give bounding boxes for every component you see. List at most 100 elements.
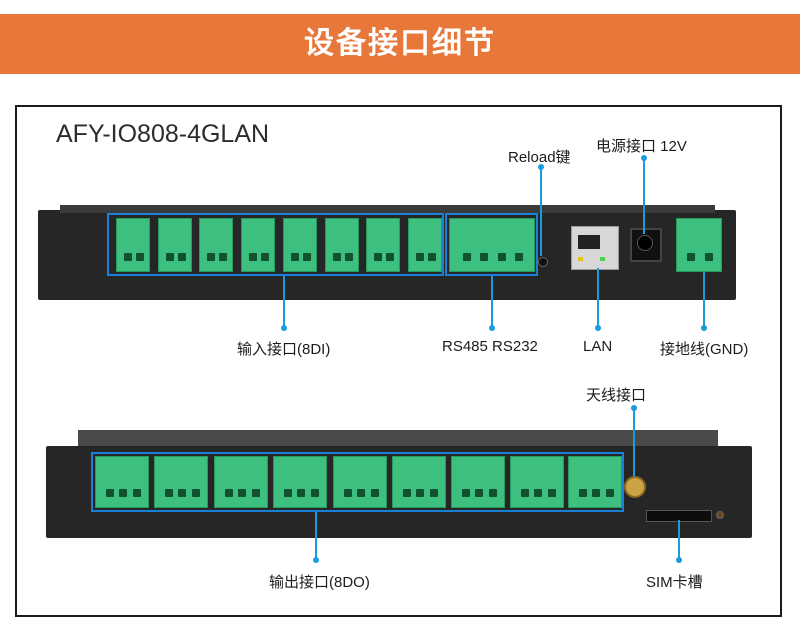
- rs-callout-dot: [489, 325, 495, 331]
- header-banner: [0, 14, 800, 74]
- gnd-callout-dot: [701, 325, 707, 331]
- terminal-screw-icon: [578, 489, 587, 497]
- input-terminal-6[interactable]: [325, 218, 359, 272]
- terminal-screw-icon: [218, 253, 227, 261]
- reload-callout-line: [540, 168, 542, 256]
- rs-terminal-block[interactable]: [449, 218, 535, 272]
- terminal-screw-icon: [164, 489, 173, 497]
- terminal-screw-icon: [191, 489, 200, 497]
- output-label: 输出接口(8DO): [269, 574, 370, 591]
- input-terminal-1[interactable]: [116, 218, 150, 272]
- output-terminal-2[interactable]: [154, 456, 208, 508]
- antenna-label: 天线接口: [586, 387, 647, 404]
- output-callout-dot: [313, 557, 319, 563]
- lan-led-left-icon: [578, 257, 583, 261]
- rs-label: RS485 RS232: [442, 338, 538, 355]
- diagram-frame: [15, 105, 782, 617]
- antenna-callout-dot: [631, 405, 637, 411]
- output-terminal-7[interactable]: [451, 456, 505, 508]
- reload-label: Reload键: [508, 149, 571, 166]
- terminal-screw-icon: [429, 489, 438, 497]
- rs-terminal-group-highlight: [445, 213, 538, 276]
- power-jack-socket: [637, 235, 653, 251]
- input-terminal-5[interactable]: [283, 218, 317, 272]
- terminal-screw-icon: [370, 489, 379, 497]
- terminal-screw-icon: [105, 489, 114, 497]
- input-terminal-3[interactable]: [199, 218, 233, 272]
- sim-callout-dot: [676, 557, 682, 563]
- terminal-screw-icon: [260, 253, 269, 261]
- lan-port[interactable]: [571, 226, 619, 270]
- reload-button[interactable]: [538, 257, 548, 267]
- terminal-screw-icon: [310, 489, 319, 497]
- output-terminal-9[interactable]: [568, 456, 622, 508]
- input-label: 输入接口(8DI): [237, 341, 331, 358]
- terminal-screw-icon: [249, 253, 258, 261]
- input-callout-dot: [281, 325, 287, 331]
- terminal-screw-icon: [592, 489, 600, 497]
- terminal-screw-icon: [135, 253, 144, 261]
- terminal-screw-icon: [283, 489, 292, 497]
- output-terminal-4[interactable]: [273, 456, 327, 508]
- output-callout-line: [315, 512, 317, 560]
- power-label: 电源接口 12V: [596, 138, 687, 155]
- power-callout-line: [643, 158, 645, 234]
- terminal-screw-icon: [374, 253, 383, 261]
- terminal-screw-icon: [291, 253, 300, 261]
- input-terminal-4[interactable]: [241, 218, 275, 272]
- model-name: AFY-IO808-4GLAN: [56, 120, 270, 148]
- input-terminal-7[interactable]: [366, 218, 400, 272]
- lan-callout-dot: [595, 325, 601, 331]
- terminal-screw-icon: [514, 253, 523, 261]
- output-terminal-group-highlight: [91, 452, 624, 512]
- input-terminal-8[interactable]: [408, 218, 442, 272]
- output-terminal-1[interactable]: [95, 456, 149, 508]
- sim-label: SIM卡槽: [646, 574, 703, 591]
- terminal-screw-icon: [333, 253, 342, 261]
- device-front-top-edge: [60, 205, 715, 213]
- gnd-screw-2-icon: [705, 253, 713, 261]
- terminal-screw-icon: [461, 489, 470, 497]
- terminal-screw-icon: [343, 489, 352, 497]
- lan-callout-line: [597, 268, 599, 328]
- output-terminal-8[interactable]: [510, 456, 564, 508]
- terminal-screw-icon: [207, 253, 216, 261]
- power-jack[interactable]: [630, 228, 662, 262]
- terminal-screw-icon: [488, 489, 497, 497]
- antenna-connector[interactable]: [624, 476, 646, 498]
- terminal-screw-icon: [178, 489, 186, 497]
- lan-socket: [578, 235, 600, 249]
- reload-callout-dot: [538, 164, 544, 170]
- terminal-screw-icon: [480, 253, 489, 261]
- terminal-screw-icon: [344, 253, 353, 261]
- terminal-screw-icon: [416, 253, 425, 261]
- lan-label: LAN: [583, 338, 613, 355]
- sim-eject-icon: [716, 511, 724, 519]
- rs-callout-line: [491, 276, 493, 328]
- terminal-screw-icon: [605, 489, 614, 497]
- terminal-screw-icon: [224, 489, 233, 497]
- terminal-screw-icon: [124, 253, 133, 261]
- terminal-screw-icon: [357, 489, 365, 497]
- gnd-screw-1-icon: [687, 253, 695, 261]
- terminal-screw-icon: [119, 489, 127, 497]
- output-terminal-6[interactable]: [392, 456, 446, 508]
- output-terminal-5[interactable]: [333, 456, 387, 508]
- input-callout-line: [283, 276, 285, 328]
- output-terminal-3[interactable]: [214, 456, 268, 508]
- sim-callout-line: [678, 520, 680, 560]
- terminal-screw-icon: [463, 253, 472, 261]
- terminal-screw-icon: [297, 489, 305, 497]
- terminal-screw-icon: [238, 489, 246, 497]
- terminal-screw-icon: [385, 253, 394, 261]
- antenna-callout-line: [633, 407, 635, 477]
- terminal-screw-icon: [416, 489, 424, 497]
- device-rear-top-edge: [78, 430, 718, 448]
- gnd-terminal[interactable]: [676, 218, 722, 272]
- lan-led-right-icon: [600, 257, 605, 261]
- input-terminal-2[interactable]: [158, 218, 192, 272]
- terminal-screw-icon: [475, 489, 483, 497]
- terminal-screw-icon: [520, 489, 529, 497]
- terminal-screw-icon: [402, 489, 411, 497]
- terminal-screw-icon: [132, 489, 141, 497]
